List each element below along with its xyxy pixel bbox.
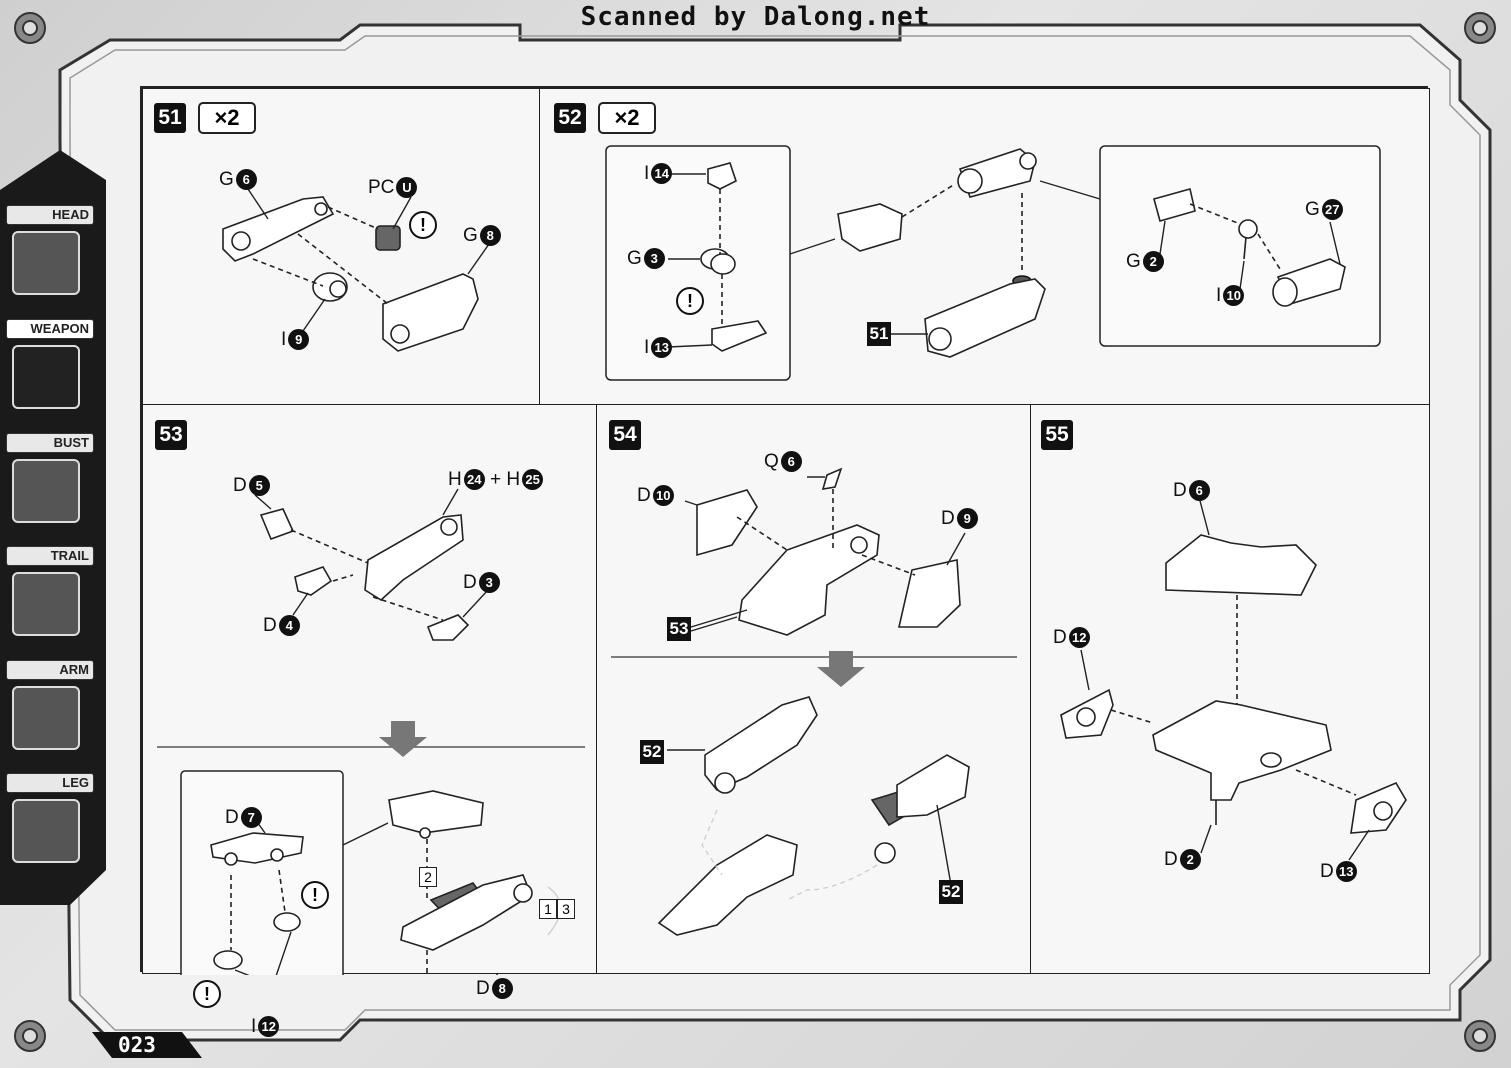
- head-icon: [12, 231, 80, 295]
- corner-emblem-icon: [14, 1020, 46, 1052]
- quantity-multiplier: ×2: [198, 102, 256, 134]
- tab-label: WEAPON: [6, 319, 94, 339]
- tab-label: BUST: [6, 433, 94, 453]
- weapon-icon: [12, 345, 80, 409]
- tail-icon: [12, 572, 80, 636]
- step-reference: 52: [640, 740, 664, 764]
- step-52-diagram: [605, 145, 1381, 381]
- step-52-panel: 52 ×2: [539, 88, 1430, 406]
- step-55-diagram: [1060, 496, 1407, 861]
- caution-icon: !: [676, 287, 704, 315]
- corner-emblem-icon: [1464, 1020, 1496, 1052]
- order-badge: 1: [539, 899, 557, 919]
- tab-label: TRAIL: [6, 546, 94, 566]
- scan-watermark: Scanned by Dalong.net: [580, 2, 931, 32]
- caution-icon: !: [409, 211, 437, 239]
- leg-icon: [12, 799, 80, 863]
- quantity-multiplier: ×2: [598, 102, 656, 134]
- arm-icon: [12, 686, 80, 750]
- step-53-diagram: [157, 488, 585, 975]
- step-number: 55: [1041, 420, 1073, 450]
- step-number: 54: [609, 420, 641, 450]
- tab-label: ARM: [6, 660, 94, 680]
- section-sidebar: HEAD WEAPON BUST TRAIL ARM LEG: [0, 150, 106, 905]
- page-number-text: 023: [118, 1033, 156, 1057]
- step-54-diagram: [611, 467, 1017, 936]
- step-number: 53: [155, 420, 187, 450]
- bust-icon: [12, 459, 80, 523]
- corner-emblem-icon: [14, 12, 46, 44]
- page-number: 023: [92, 1032, 202, 1058]
- caution-icon: !: [193, 980, 221, 1008]
- step-number: 51: [154, 103, 186, 133]
- step-53-panel: 53: [142, 404, 598, 1038]
- step-number: 52: [554, 103, 586, 133]
- corner-emblem-icon: [1464, 12, 1496, 44]
- order-badge: 2: [419, 867, 437, 887]
- tab-label: HEAD: [6, 205, 94, 225]
- step-51-diagram: [222, 188, 490, 352]
- caution-icon: !: [301, 881, 329, 909]
- step-reference: 51: [867, 322, 891, 346]
- order-badge: 3: [557, 899, 575, 919]
- step-reference: 52: [939, 880, 963, 904]
- step-reference: 53: [667, 617, 691, 641]
- tab-label: LEG: [6, 773, 94, 793]
